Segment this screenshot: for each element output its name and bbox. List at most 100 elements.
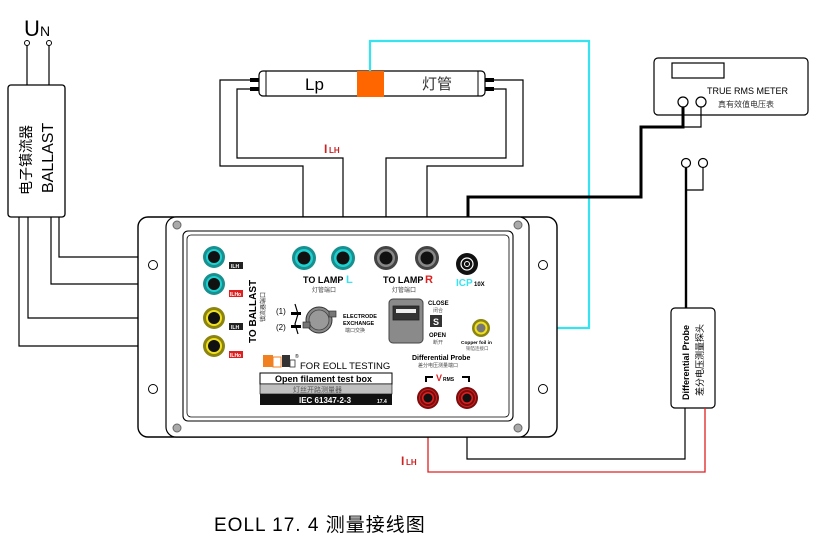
meter-terminal-2[interactable] — [695, 96, 707, 108]
ballast-tag-1 — [229, 262, 243, 269]
position-2-label: (2) — [276, 323, 286, 332]
to-lamp-l-suffix: L — [346, 274, 353, 286]
probe-output-terminal-1[interactable] — [680, 157, 692, 169]
close-open-switch[interactable] — [388, 298, 424, 344]
supply-label-sub: N — [40, 23, 50, 39]
icp-label: ICP — [456, 278, 473, 289]
ballast-jacks: ILH ILHo ILH ILHo TO BALLAST 镇流器端口 — [203, 246, 267, 359]
meter-label-cn: 真有效值电压表 — [718, 99, 774, 109]
true-rms-meter: TRUE RMS METER 真有效值电压表 — [653, 57, 809, 116]
nameplate-version: 17.4 — [377, 399, 387, 405]
switch-symbol: S — [433, 317, 439, 327]
electrode-exchange-knob[interactable] — [302, 306, 337, 334]
current-label-top-sub: LH — [329, 146, 340, 155]
to-lamp-l-label-cn: 灯管端口 — [312, 286, 336, 294]
nameplate: Open filament test box 灯丝开路测量器 IEC 61347… — [259, 372, 393, 405]
position-1-label: (1) — [276, 307, 286, 316]
ballast-tag-4 — [229, 351, 243, 358]
to-ballast-label-cn: 镇流器端口 — [259, 292, 267, 322]
mount-hole — [148, 260, 158, 270]
diagram-caption: EOLL 17. 4 测量接线图 — [214, 514, 426, 536]
svg-text:ILH: ILH — [231, 325, 239, 331]
ballast-tag-2 — [229, 290, 243, 297]
nameplate-title: Open filament test box — [275, 374, 372, 384]
electrode-exchange-label-2: EXCHANGE — [343, 321, 375, 327]
switch-open-label-cn: 断开 — [433, 339, 443, 346]
electrode-exchange-label-cn: 端口交换 — [345, 327, 365, 334]
meter-label-en: TRUE RMS METER — [707, 86, 789, 96]
current-label-bottom-sub: LH — [406, 458, 417, 467]
lamp-foil-marker — [357, 71, 384, 97]
to-lamp-l-label: TO LAMP — [303, 275, 343, 285]
vrms-jack-positive[interactable] — [417, 387, 439, 409]
screw — [513, 220, 523, 230]
svg-text:ILHo: ILHo — [230, 292, 241, 298]
lamp-r-jack-2[interactable] — [415, 246, 439, 270]
screw — [513, 423, 523, 433]
supply-label: U — [24, 16, 40, 41]
copper-foil-label-cn: 铜箔连接口 — [466, 345, 489, 352]
vrms-label-sub: RMS — [443, 377, 455, 383]
current-label-bottom: I — [401, 454, 404, 468]
screw — [172, 423, 182, 433]
mount-hole — [538, 384, 548, 394]
probe-label-cn: 差分电压测量探头 — [694, 324, 705, 396]
supply-terminal-2 — [46, 40, 52, 46]
brand-logo: ® — [263, 353, 299, 368]
lamp-label-right: 灯管 — [422, 76, 452, 93]
to-lamp-r-label: TO LAMP — [383, 275, 423, 285]
electrode-exchange: (1) (2) ELECTRODE EXCHANGE 端口交换 — [276, 303, 377, 335]
to-ballast-label: TO BALLAST — [248, 280, 259, 343]
current-label-top: I — [324, 142, 327, 156]
switch-close-label: CLOSE — [428, 301, 449, 307]
svg-text:ILHo: ILHo — [230, 353, 241, 359]
screw — [172, 220, 182, 230]
ballast-jack-1[interactable] — [203, 246, 225, 268]
ballast-tag-3 — [229, 323, 243, 330]
ballast-label-cn: 电子镇流器 — [18, 125, 34, 195]
meter-terminal-1[interactable] — [677, 96, 689, 108]
supply-terminal-1 — [24, 40, 30, 46]
brand-for-label: FOR EOLL TESTING — [300, 361, 390, 372]
copper-foil-jack[interactable] — [472, 319, 490, 337]
switch-symbol-badge — [430, 315, 442, 327]
probe-output-terminal-2[interactable] — [697, 157, 709, 169]
diff-probe-port-label: Differential Probe — [412, 355, 470, 362]
vrms-label: V — [436, 373, 442, 383]
icp-jack[interactable] — [456, 253, 478, 275]
differential-probe: Differential Probe 差分电压测量探头 — [670, 307, 716, 409]
lamp-l-jacks: TO LAMP L 灯管端口 — [292, 246, 355, 294]
nameplate-standard: IEC 61347-2-3 — [299, 396, 352, 405]
copper-foil-label: Copper foil in — [461, 340, 492, 346]
nameplate-cn: 灯丝开路测量器 — [293, 385, 342, 394]
probe-label-en: Differential Probe — [681, 325, 691, 400]
ballast-box: 电子镇流器 BALLAST — [7, 84, 66, 218]
icp-ratio: 10X — [474, 282, 485, 288]
ballast-label-en: BALLAST — [40, 123, 57, 193]
test-box — [137, 216, 558, 438]
to-lamp-r-label-cn: 灯管端口 — [392, 286, 416, 294]
ballast-jack-4[interactable] — [203, 335, 225, 357]
supply-terminals: U N — [24, 16, 52, 85]
electrode-exchange-label-1: ELECTRODE — [343, 314, 377, 320]
ballast-jack-2[interactable] — [203, 273, 225, 295]
diff-probe-port-label-cn: 差分电压测量端口 — [418, 362, 458, 369]
meter-display — [671, 62, 725, 79]
lamp-l-jack-2[interactable] — [331, 246, 355, 270]
vrms-jack-negative[interactable] — [456, 387, 478, 409]
mount-hole — [538, 260, 548, 270]
switch-close-label-cn: 闭合 — [433, 307, 443, 314]
lamp-tube: Lp 灯管 — [250, 70, 494, 97]
lamp-r-jack-1[interactable] — [374, 246, 398, 270]
icp-wire — [466, 107, 685, 252]
lamp-r-jacks: TO LAMP R 灯管端口 — [374, 246, 439, 294]
lamp-label-left: Lp — [305, 75, 324, 94]
lamp-l-jack-1[interactable] — [292, 246, 316, 270]
lamp-wires — [219, 79, 524, 252]
svg-text:®: ® — [295, 353, 299, 360]
mount-hole — [148, 384, 158, 394]
svg-text:ILH: ILH — [231, 264, 239, 270]
ballast-jack-3[interactable] — [203, 307, 225, 329]
switch-open-label: OPEN — [429, 333, 446, 339]
